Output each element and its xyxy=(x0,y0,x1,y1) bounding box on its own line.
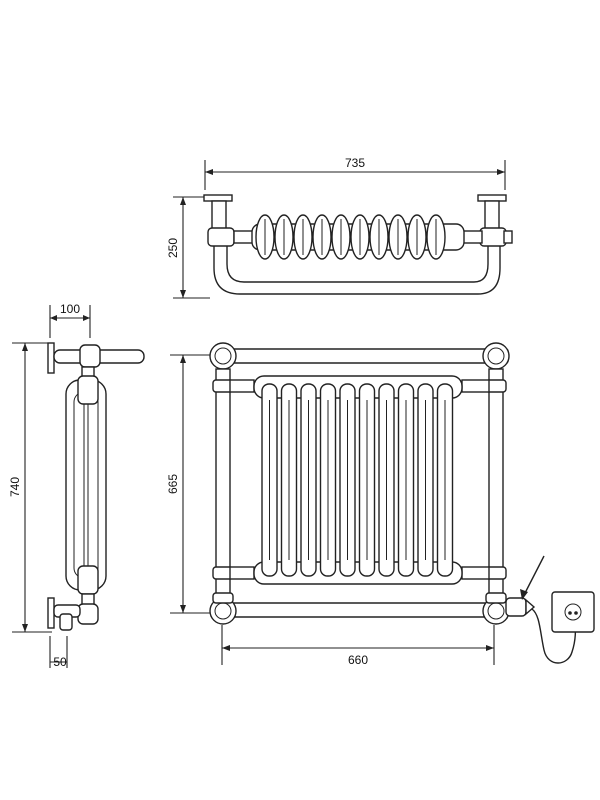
dim-front-height: 665 xyxy=(166,474,180,494)
dim-side-wall-offset: 50 xyxy=(53,655,67,669)
dim-side-depth: 100 xyxy=(60,302,80,316)
radiator-top-view: 735 250 xyxy=(166,156,513,299)
dim-top-width: 735 xyxy=(345,156,365,170)
radiator-side-view: 100 740 50 xyxy=(8,302,145,669)
dim-front-pipe-centres: 660 xyxy=(348,653,368,667)
radiator-front-view: 665 660 xyxy=(166,342,536,667)
wall-socket-icon xyxy=(551,591,595,633)
dim-side-height: 740 xyxy=(8,477,22,497)
power-cable xyxy=(531,608,577,664)
arrow-icon xyxy=(520,555,545,600)
dim-top-depth: 250 xyxy=(166,238,180,258)
